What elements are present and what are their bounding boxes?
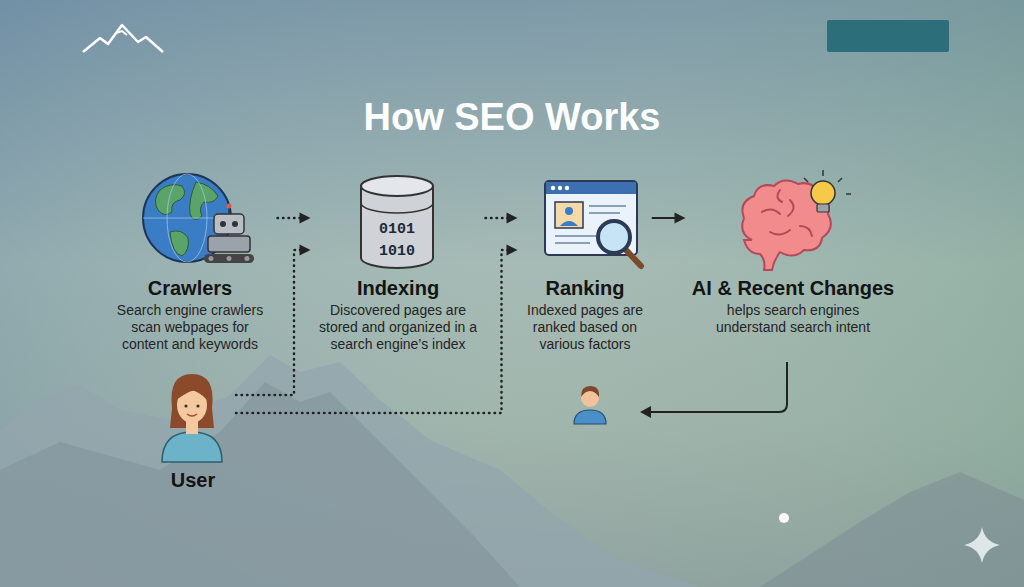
step-heading: Ranking	[546, 276, 625, 300]
dotted-arrow	[486, 213, 518, 224]
ai-step: AI & Recent Changeshelps search engines …	[686, 168, 901, 342]
step-heading: AI & Recent Changes	[692, 276, 894, 300]
arrowhead	[507, 245, 518, 256]
step-description: helps search engines understand search i…	[703, 302, 883, 336]
logo	[83, 25, 163, 52]
crawlers-step: CrawlersSearch engine crawlers scan webp…	[103, 168, 278, 359]
step-heading: User	[171, 468, 215, 492]
return-arrow	[640, 362, 787, 418]
user-node: User	[150, 372, 236, 498]
step-description: Discovered pages are stored and organize…	[316, 302, 481, 353]
connector-line	[278, 217, 302, 220]
step-description: Indexed pages are ranked based on variou…	[523, 302, 648, 353]
browser-icon	[545, 181, 637, 255]
arrowhead	[300, 213, 311, 224]
binary-digits: 0101	[357, 221, 437, 239]
magnifier-icon	[598, 221, 641, 266]
connector-line	[486, 217, 509, 220]
dotted-arrow	[236, 245, 518, 414]
sparkle-mark	[964, 527, 1000, 563]
mountain	[760, 472, 1024, 587]
lightbulb-icon	[804, 170, 851, 212]
user-avatar	[162, 374, 222, 462]
connector-line	[236, 250, 509, 413]
arrowhead	[675, 213, 686, 224]
solid-arrow	[653, 213, 686, 224]
binary-digits: 1010	[357, 243, 437, 261]
mountain	[0, 382, 520, 587]
step-description: Search engine crawlers scan webpages for…	[108, 302, 273, 353]
slide-dot	[779, 513, 789, 523]
mountain	[0, 355, 700, 587]
diagram-title: How SEO Works	[0, 94, 1024, 140]
connector-line	[653, 217, 677, 219]
ranking-step: RankingIndexed pages are ranked based on…	[518, 168, 653, 359]
dotted-arrow	[278, 213, 311, 224]
step-heading: Crawlers	[148, 276, 233, 300]
robot-icon	[204, 204, 254, 264]
indexing-step: IndexingDiscovered pages are stored and …	[311, 168, 486, 359]
arrowhead	[300, 245, 311, 256]
header-bar	[827, 20, 949, 52]
person-icon	[574, 386, 606, 424]
arrowhead	[507, 213, 518, 224]
step-heading: Indexing	[357, 276, 439, 300]
